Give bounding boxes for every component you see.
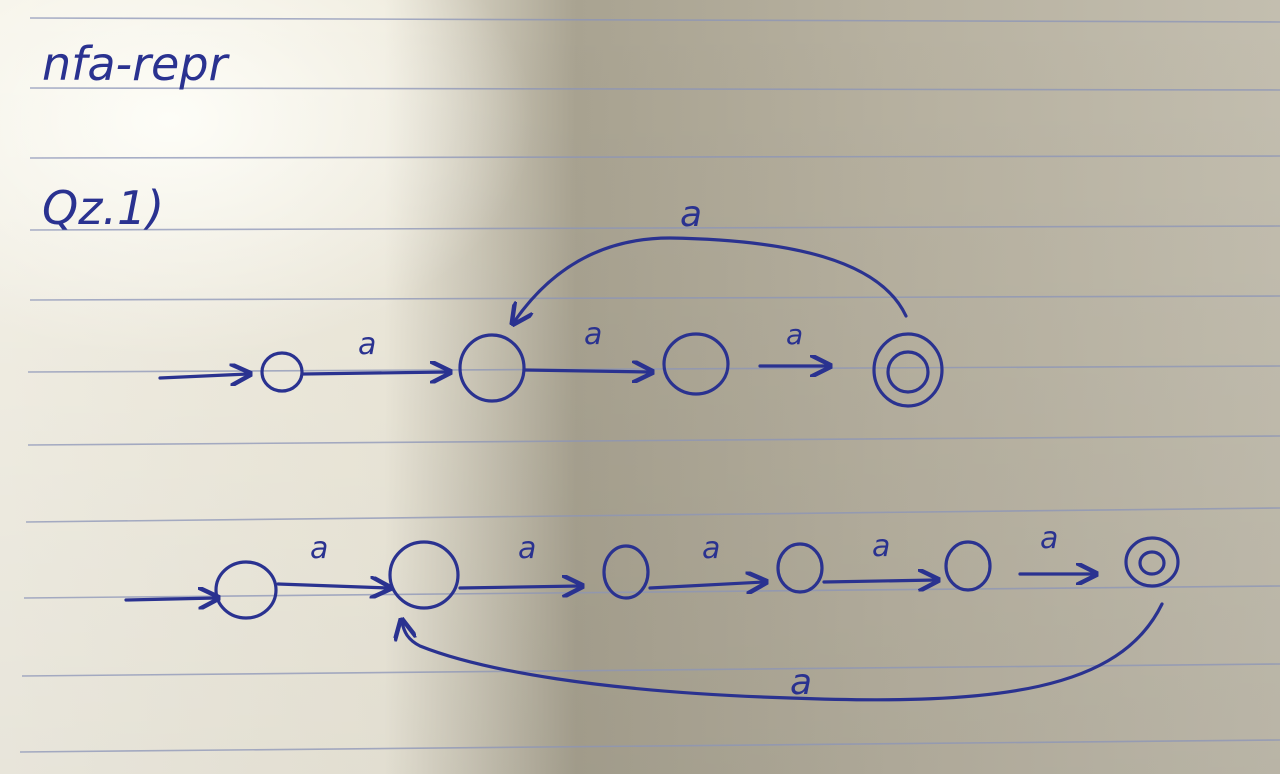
nfa2-state-p5-outer (1124, 536, 1180, 588)
nfa2-edge-p5-p1 (402, 602, 1164, 702)
rule-line (19, 739, 1280, 753)
nfa-2: a a a a a a (124, 521, 1180, 703)
nfa2-state-p5 (1138, 550, 1166, 576)
start-arrow (158, 374, 248, 378)
nfa1-edge-label: a (786, 318, 803, 351)
nfa1-edge-label: a (680, 194, 702, 235)
rule-line (29, 155, 1280, 159)
rule-line (27, 435, 1280, 446)
nfa1-state-q2 (662, 332, 730, 396)
nfa1-edge-label: a (358, 327, 376, 362)
nfa1-state-q1 (458, 333, 526, 403)
nfa1-edge-label: a (584, 317, 602, 352)
question-label: Qz.1) (42, 181, 164, 235)
nfa2-edge-p3-p4 (822, 580, 936, 582)
rule-line (29, 17, 1280, 23)
nfa2-edge-p0-p1 (276, 584, 388, 588)
rule-line (23, 585, 1280, 599)
nfa1-edge-q1-q2 (523, 370, 650, 372)
nfa2-edge-p2-p3 (648, 582, 764, 588)
nfa2-state-p0 (214, 560, 278, 620)
rule-line (29, 295, 1280, 301)
nfa2-state-p4 (944, 540, 992, 592)
nfa2-state-p1 (388, 540, 460, 610)
nfa2-edge-p1-p2 (458, 586, 580, 588)
nfa2-state-p3 (776, 542, 824, 594)
rule-line (29, 87, 1280, 91)
nfa2-edge-label: a (518, 531, 536, 566)
nfa1-edge-q0-q1 (301, 372, 448, 374)
nfa2-edge-label: a (310, 531, 328, 566)
nfa1-state-q0 (260, 351, 304, 393)
nfa2-edge-label: a (1040, 521, 1058, 556)
nfa1-state-q3 (886, 350, 930, 394)
nfa2-state-p2 (602, 544, 650, 600)
rule-line (27, 365, 1280, 373)
nfa2-edge-label: a (702, 531, 720, 566)
nfa1-state-q3-outer (872, 332, 944, 408)
nfa2-edge-label: a (790, 662, 812, 703)
ruled-lines (19, 17, 1280, 753)
start-arrow (124, 598, 216, 600)
nfa2-edge-label: a (872, 529, 890, 564)
nfa1-edge-q3-q1 (514, 236, 908, 322)
rule-line (25, 507, 1280, 523)
nfa-1: a a a a (158, 194, 944, 408)
page-title: nfa-repr (42, 37, 231, 91)
rule-line (29, 225, 1280, 231)
rule-line (21, 663, 1280, 677)
